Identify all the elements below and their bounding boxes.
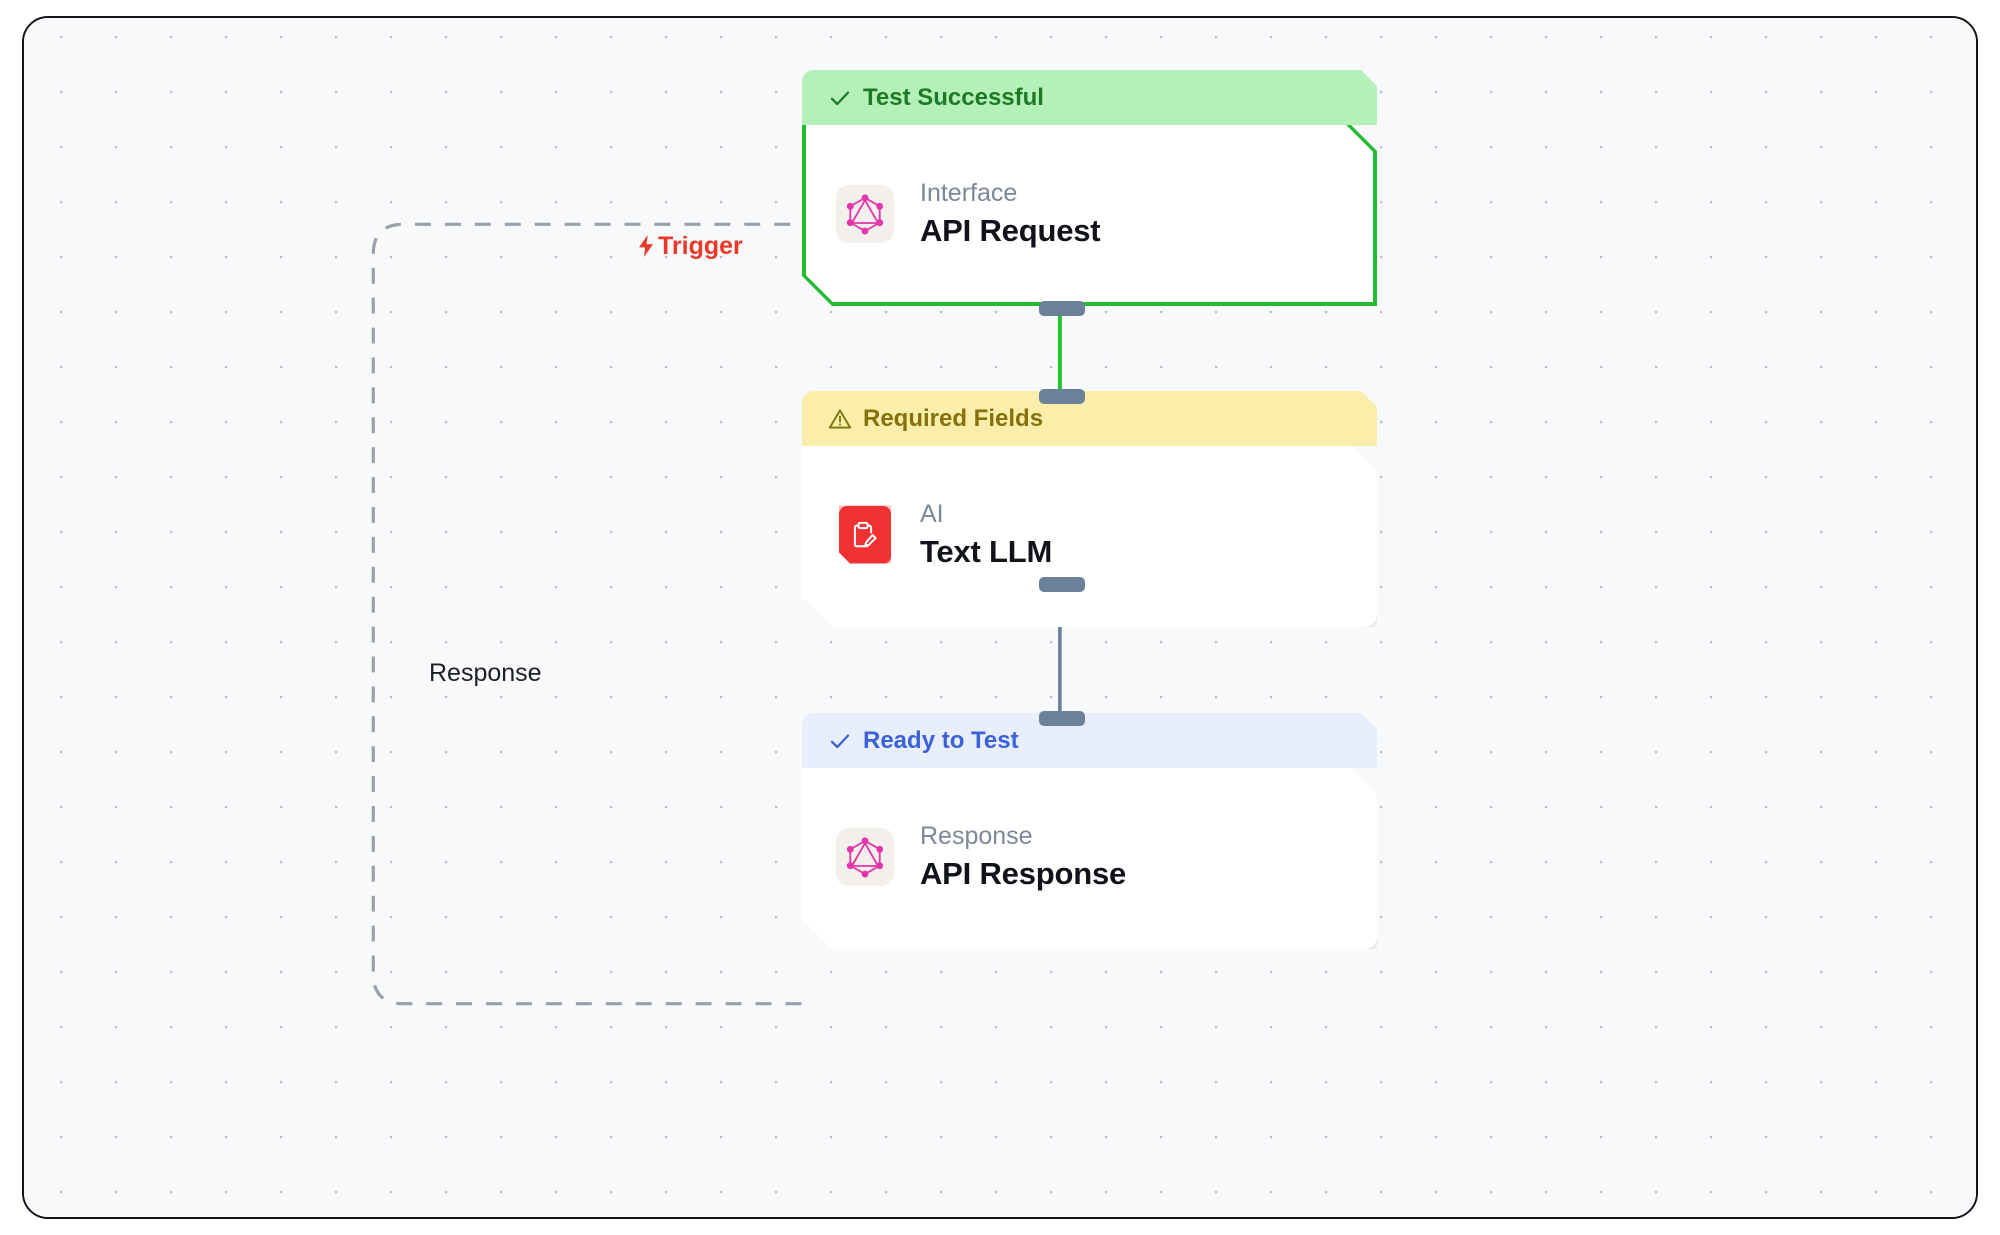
check-icon [828, 86, 852, 110]
node-status-banner-ready-to-test: Ready to Test [802, 713, 1377, 768]
node-api-request[interactable]: Test Successful [802, 70, 1377, 316]
warning-triangle-icon [828, 407, 852, 431]
graphql-icon [836, 828, 894, 886]
clipboard-pencil-icon [839, 506, 891, 564]
node-icon-wrap-api-response [836, 828, 894, 886]
node-status-label: Required Fields [863, 404, 1044, 432]
node-api-response[interactable]: Ready to Test [802, 711, 1377, 949]
node-handle-source-text-llm[interactable] [1039, 577, 1085, 592]
node-subtitle: AI [920, 499, 944, 528]
node-title: Text LLM [920, 533, 1053, 569]
node-text-text-llm: AI Text LLM [920, 500, 1052, 569]
lightning-bolt-icon [638, 233, 657, 259]
node-body-text-llm[interactable]: AI Text LLM [802, 442, 1377, 627]
node-title: API Response [920, 855, 1127, 891]
node-text-llm[interactable]: Required Fields [802, 389, 1377, 627]
node-status-banner-test-successful: Test Successful [802, 70, 1377, 125]
check-icon [828, 729, 852, 753]
node-body-api-response[interactable]: Response API Response [802, 764, 1377, 949]
node-body-api-request[interactable]: Interface API Request [802, 121, 1377, 306]
edge-label-trigger-text: Trigger [658, 231, 743, 260]
edge-label-trigger: Trigger [638, 233, 743, 259]
node-status-label: Test Successful [863, 83, 1044, 111]
node-status-label: Ready to Test [863, 726, 1019, 754]
canvas-frame[interactable]: Trigger Response Test Successful [22, 16, 1978, 1219]
node-subtitle: Response [920, 821, 1033, 850]
node-status-banner-required-fields: Required Fields [802, 391, 1377, 446]
node-icon-wrap-text-llm [836, 506, 894, 564]
node-subtitle: Interface [920, 178, 1018, 207]
node-handle-target-api-response[interactable] [1039, 711, 1085, 726]
node-icon-wrap-api-request [836, 185, 894, 243]
node-handle-target-text-llm[interactable] [1039, 389, 1085, 404]
node-text-api-response: Response API Response [920, 822, 1126, 891]
node-text-api-request: Interface API Request [920, 179, 1100, 248]
edge-label-response: Response [420, 656, 551, 691]
node-handle-source-api-request[interactable] [1039, 301, 1085, 316]
node-title: API Request [920, 212, 1101, 248]
graphql-icon [836, 185, 894, 243]
